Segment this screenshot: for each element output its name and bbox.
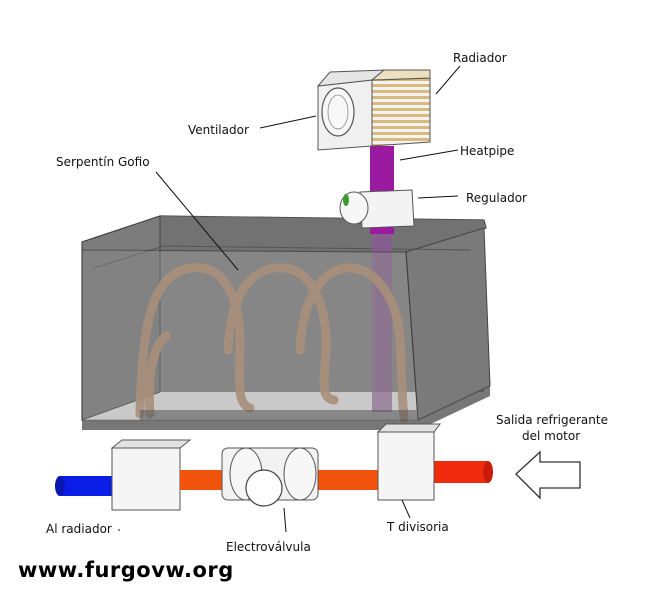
label-electrovalvula: Electroválvula (226, 540, 311, 554)
blue-pipe (55, 476, 122, 496)
label-al-radiador: Al radiador (46, 522, 112, 536)
label-heatpipe: Heatpipe (460, 144, 515, 158)
coil (135, 263, 409, 423)
label-salida-line2: del motor (522, 429, 581, 443)
label-t-divisoria: T divisoria (387, 520, 449, 534)
t-splitter (376, 423, 441, 501)
watermark: www.furgovw.org (18, 558, 234, 582)
flow-arrow (515, 450, 581, 500)
solenoid-valve (221, 447, 319, 507)
heatpipe-inner (372, 226, 392, 412)
regulator (339, 189, 415, 229)
left-connector (110, 439, 192, 511)
tank-front (81, 249, 419, 421)
label-serpentin: Serpentín Gofio (56, 155, 150, 169)
leader-lines (118, 65, 461, 533)
label-regulador: Regulador (466, 191, 527, 205)
label-salida-line1: Salida refrigerante (496, 413, 608, 427)
label-ventilador: Ventilador (188, 123, 249, 137)
red-pipe (430, 461, 493, 483)
label-radiador: Radiador (453, 51, 507, 65)
fan-radiator (316, 69, 431, 151)
